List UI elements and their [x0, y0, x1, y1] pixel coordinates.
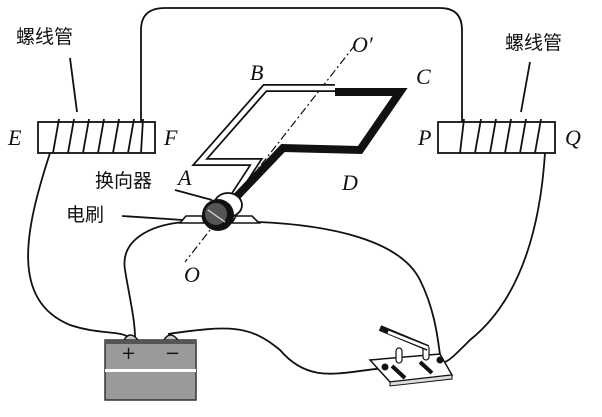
leader-right-solenoid: [520, 61, 531, 113]
commutator: [202, 192, 243, 231]
wire-E-battery: [27, 152, 131, 339]
wire-Q-switch: [444, 152, 546, 363]
wire-battery-switch: [167, 327, 386, 375]
label-E: E: [8, 125, 22, 150]
label-brush: 电刷: [66, 204, 105, 226]
label-D: D: [342, 170, 358, 195]
label-solenoid-right: 螺线管: [505, 32, 563, 54]
switch[interactable]: [368, 325, 454, 387]
brush-left: [178, 215, 206, 224]
label-C: C: [416, 64, 431, 89]
leader-brush: [121, 215, 184, 221]
label-Q: Q: [565, 125, 581, 150]
label-P: P: [418, 125, 432, 150]
label-commutator: 换向器: [95, 170, 153, 192]
wire-brush-switch: [257, 221, 441, 356]
solenoid-PQ: [437, 118, 556, 154]
leader-left-solenoid: [69, 57, 78, 113]
wire-brush-battery: [123, 221, 185, 339]
solenoid-EF: [37, 118, 156, 154]
top-wire: [140, 7, 463, 122]
label-F: F: [164, 125, 178, 150]
battery: [104, 334, 197, 401]
leader-commutator: [174, 189, 213, 201]
label-battery-minus: −: [165, 343, 181, 364]
label-O: O: [184, 262, 200, 287]
brush-right: [230, 215, 261, 224]
label-solenoid-left: 螺线管: [16, 26, 74, 48]
label-B: B: [250, 60, 264, 85]
label-battery-plus: +: [121, 343, 137, 364]
label-O-prime: O′: [352, 32, 373, 57]
coil-side-CD: [219, 88, 408, 215]
label-A: A: [178, 165, 192, 190]
